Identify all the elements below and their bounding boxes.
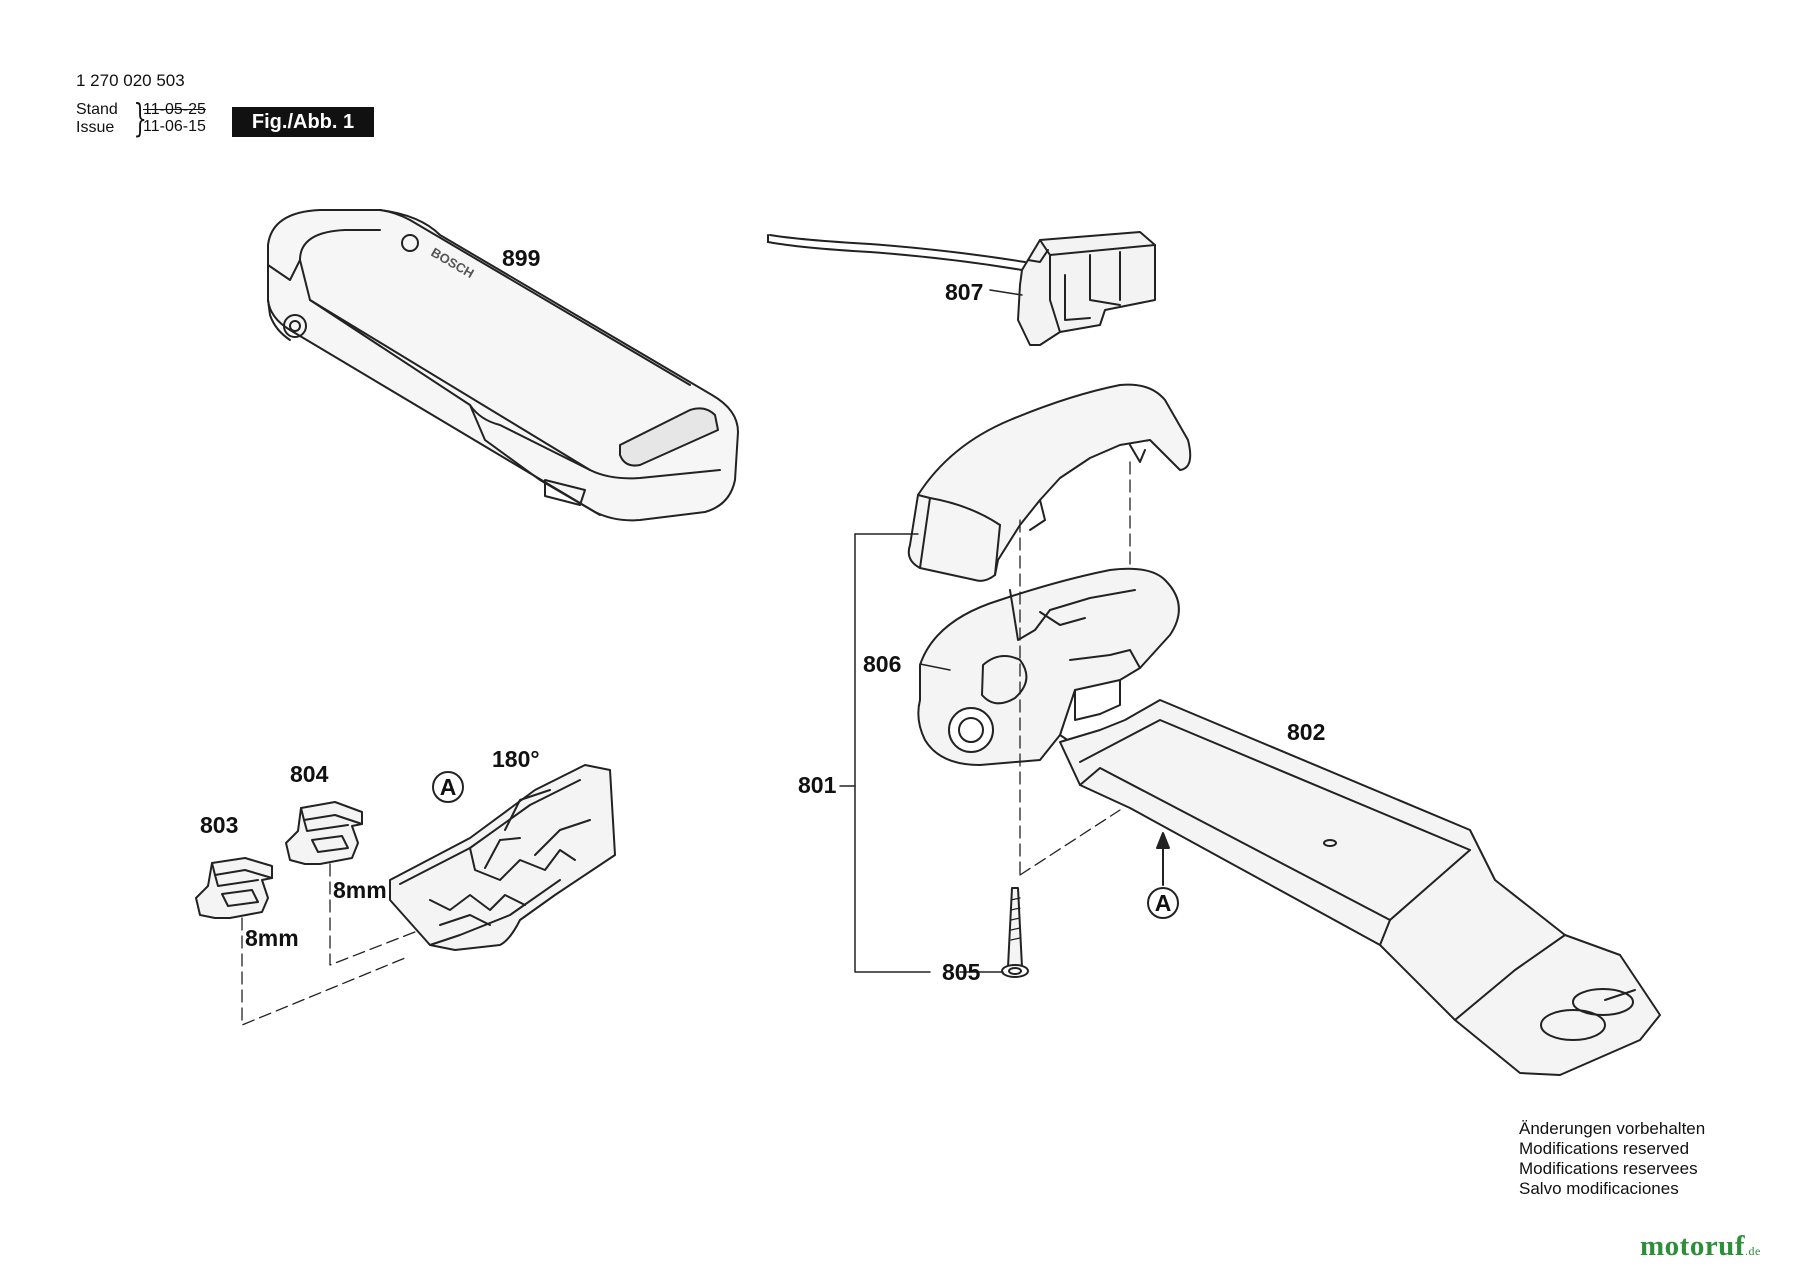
top-cover — [907, 383, 1192, 582]
stand-label: Stand — [76, 101, 118, 118]
callout-899: 899 — [502, 245, 540, 271]
callout-807: 807 — [945, 279, 983, 305]
rail-802 — [1059, 699, 1661, 1076]
watermark-logo: motoruf.de — [1640, 1230, 1761, 1263]
detail-a-label-1: A — [440, 774, 457, 800]
new-date: 11-06-15 — [143, 118, 206, 135]
detail-marker-a-left: A — [432, 771, 464, 803]
note-de: Änderungen vorbehalten — [1519, 1119, 1706, 1138]
holder-806 — [917, 567, 1180, 766]
callout-803: 803 — [200, 812, 238, 838]
callout-806: 806 — [863, 651, 901, 677]
issue-label: Issue — [76, 119, 115, 136]
detail-a-label-2: A — [1155, 890, 1172, 916]
assembly-lines — [241, 461, 1131, 1026]
callout-804: 804 — [290, 761, 329, 787]
revision-dates: 11-05-25 11-06-15 — [143, 101, 206, 135]
note-es: Salvo modificaciones — [1519, 1179, 1679, 1198]
screw-805 — [1001, 887, 1029, 978]
dimension-803: 8mm — [245, 925, 299, 951]
brace-symbol: } — [133, 96, 147, 140]
callout-805: 805 — [942, 959, 981, 985]
arrow-a — [1156, 832, 1170, 886]
watermark-tld: .de — [1744, 1244, 1761, 1258]
cable-connector-807 — [767, 231, 1156, 346]
battery-pack-899 — [267, 209, 739, 522]
change-notes: Änderungen vorbehalten Modifications res… — [1519, 1119, 1705, 1199]
dimension-804: 8mm — [333, 877, 387, 903]
rotation-label: 180° — [492, 746, 540, 772]
note-en: Modifications reserved — [1519, 1139, 1690, 1158]
callout-801: 801 — [798, 772, 837, 798]
old-date: 11-05-25 — [143, 101, 206, 118]
figure-label: Fig./Abb. 1 — [232, 107, 374, 137]
note-fr: Modifications reservees — [1519, 1159, 1698, 1178]
callout-802: 802 — [1287, 719, 1325, 745]
part-number: 1 270 020 503 — [76, 71, 185, 90]
watermark-text: motoruf — [1640, 1230, 1745, 1262]
slide-part-804 — [285, 801, 363, 865]
rail-detail-a — [389, 764, 616, 951]
slide-part-803 — [195, 857, 273, 919]
leader-lines — [839, 289, 1023, 973]
detail-marker-a-right: A — [1147, 887, 1179, 919]
